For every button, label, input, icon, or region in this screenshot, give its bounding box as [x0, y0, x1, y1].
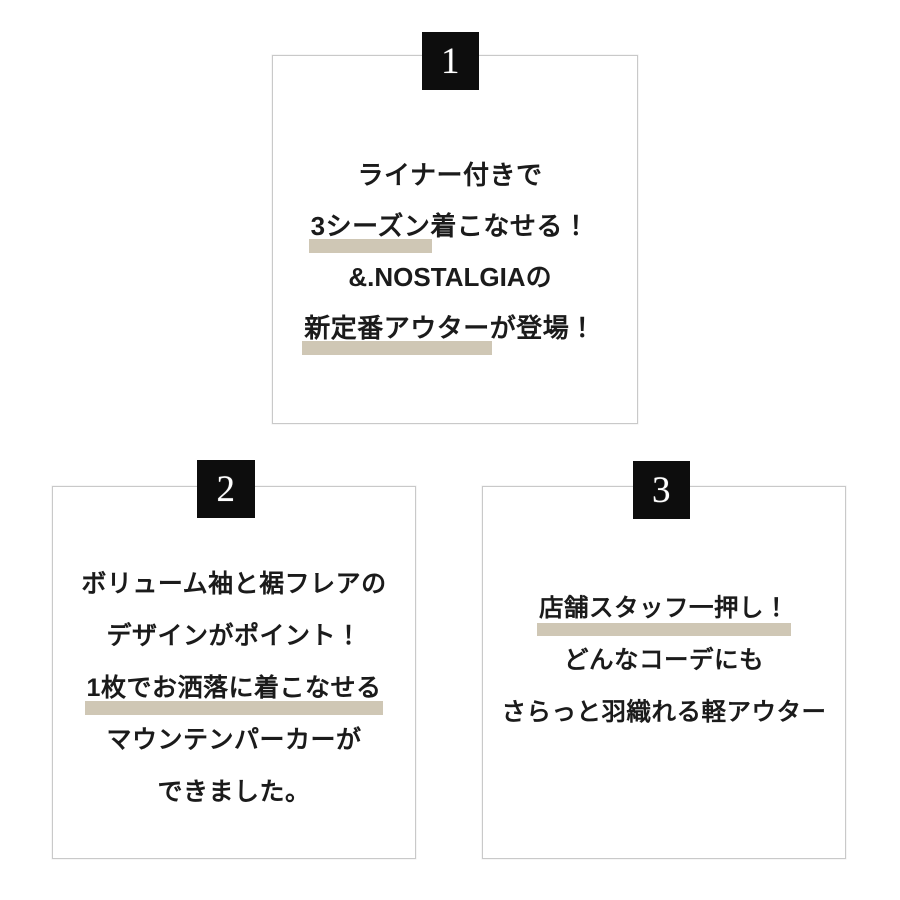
- panel-3-line-1: 店舗スタッフ一押し！: [482, 583, 846, 636]
- panel-1-number-badge: 1: [422, 32, 479, 90]
- panel-2-line-5: できました。: [52, 766, 416, 818]
- panel-3-number-badge: 3: [633, 461, 690, 519]
- panel-3-line-2: どんなコーデにも: [482, 635, 846, 687]
- panel-3-line-1-seg-1-highlighted: 店舗スタッフ一押し！: [537, 583, 791, 636]
- panel-2-line-2-seg-1: デザインがポイント！: [106, 622, 362, 650]
- panel-3-text: 店舗スタッフ一押し！ どんなコーデにも さらっと羽織れる軽アウター: [482, 583, 846, 739]
- panel-1-line-3: &.NOSTALGIAの: [0, 252, 900, 303]
- feature-panel-3: [482, 486, 846, 859]
- panel-2-line-3: 1枚でお洒落に着こなせる: [52, 662, 416, 715]
- feature-panel-2: [52, 486, 416, 859]
- panel-3-line-3: さらっと羽織れる軽アウター: [482, 687, 846, 739]
- panel-1-line-2: 3シーズン着こなせる！: [0, 201, 900, 253]
- panel-1-line-2-seg-2: 着こなせる！: [430, 211, 590, 241]
- panel-2-line-1: ボリューム袖と裾フレアの: [52, 558, 416, 610]
- panel-2-line-5-seg-1: できました。: [157, 778, 311, 806]
- panel-1-line-4: 新定番アウターが登場！: [0, 303, 900, 355]
- panel-2-line-3-seg-1-highlighted: 1枚でお洒落に着こなせる: [84, 662, 384, 715]
- panel-2-line-4: マウンテンパーカーが: [52, 714, 416, 766]
- panel-2-line-1-seg-1: ボリューム袖と裾フレアの: [81, 570, 387, 598]
- panel-2-line-4-seg-1: マウンテンパーカーが: [106, 726, 362, 754]
- panel-2-text: ボリューム袖と裾フレアの デザインがポイント！ 1枚でお洒落に着こなせる マウン…: [52, 558, 416, 818]
- panel-3-line-2-seg-1: どんなコーデにも: [564, 647, 764, 674]
- panel-1-line-3-seg-1-brand: &.NOSTALGIAの: [348, 262, 552, 292]
- panel-1-line-4-seg-2: が登場！: [489, 313, 596, 343]
- panel-1-line-2-seg-1-highlighted: 3シーズン: [308, 201, 432, 253]
- panel-1-line-4-seg-1-highlighted: 新定番アウター: [302, 303, 492, 355]
- panel-1-text: ライナー付きで 3シーズン着こなせる！ &.NOSTALGIAの 新定番アウター…: [0, 150, 900, 355]
- panel-1-line-1: ライナー付きで: [0, 150, 900, 201]
- panel-2-line-2: デザインがポイント！: [52, 610, 416, 662]
- panel-2-number-badge: 2: [197, 460, 255, 518]
- panel-1-line-1-seg-1: ライナー付きで: [357, 160, 543, 190]
- panel-3-line-3-seg-1: さらっと羽織れる軽アウター: [501, 699, 827, 726]
